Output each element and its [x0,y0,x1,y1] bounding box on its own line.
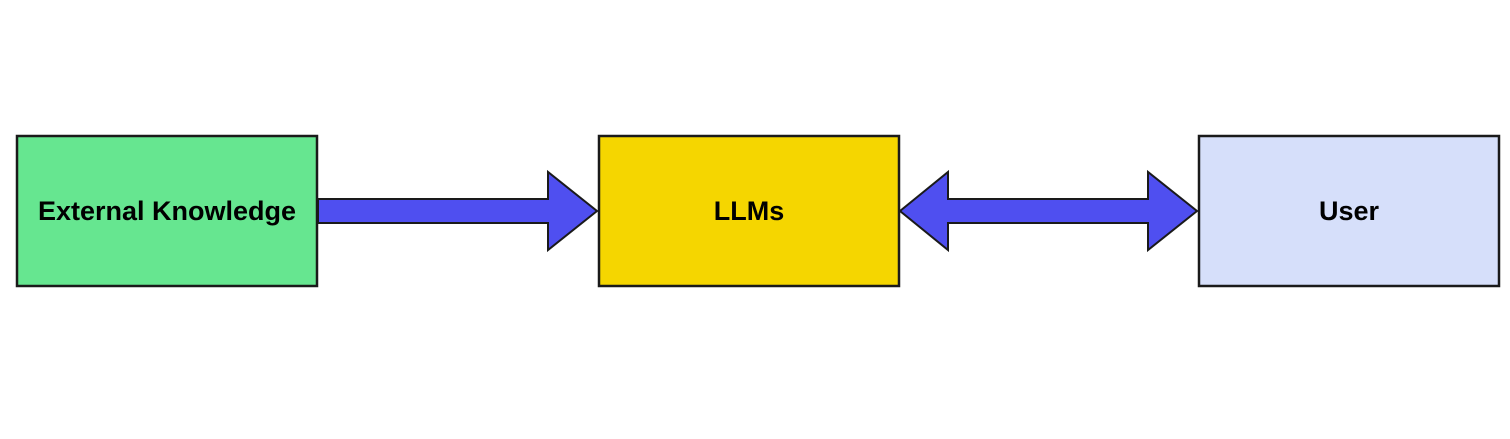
arrow-external-knowledge-to-llms [317,169,599,253]
llms-box [597,134,901,288]
user-label: User [1319,196,1380,226]
llms-label: LLMs [714,196,785,226]
node-llms: LLMs [597,134,901,288]
external-knowledge-box [15,134,319,288]
user-box [1197,134,1501,288]
external-knowledge-label: External Knowledge [38,196,296,226]
node-external-knowledge: External Knowledge [15,134,319,288]
node-user: User [1197,134,1501,288]
arrow-llms-user-bidirectional [898,169,1199,253]
